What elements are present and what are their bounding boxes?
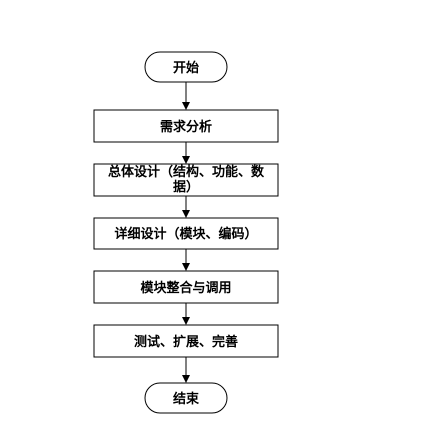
step-detailed-design-label: 详细设计（模块、编码） <box>114 226 257 242</box>
step-requirements-label: 需求分析 <box>160 119 212 135</box>
step-integration-label: 模块整合与调用 <box>140 280 231 296</box>
step-integration: 模块整合与调用 <box>93 270 279 304</box>
start-node: 开始 <box>144 51 228 83</box>
step-overall-design-label-line2: 据） <box>173 179 199 195</box>
step-overall-design-label-line1: 总体设计（结构、功能、数 <box>108 164 265 180</box>
start-label: 开始 <box>173 60 199 76</box>
end-label: 结束 <box>173 391 200 407</box>
step-overall-design: 总体设计（结构、功能、数 据） <box>93 163 279 197</box>
step-detailed-design: 详细设计（模块、编码） <box>93 217 279 250</box>
step-testing-label: 测试、扩展、完善 <box>134 334 238 350</box>
end-node: 结束 <box>144 382 228 414</box>
step-requirements: 需求分析 <box>93 109 279 143</box>
step-testing: 测试、扩展、完善 <box>93 324 279 358</box>
